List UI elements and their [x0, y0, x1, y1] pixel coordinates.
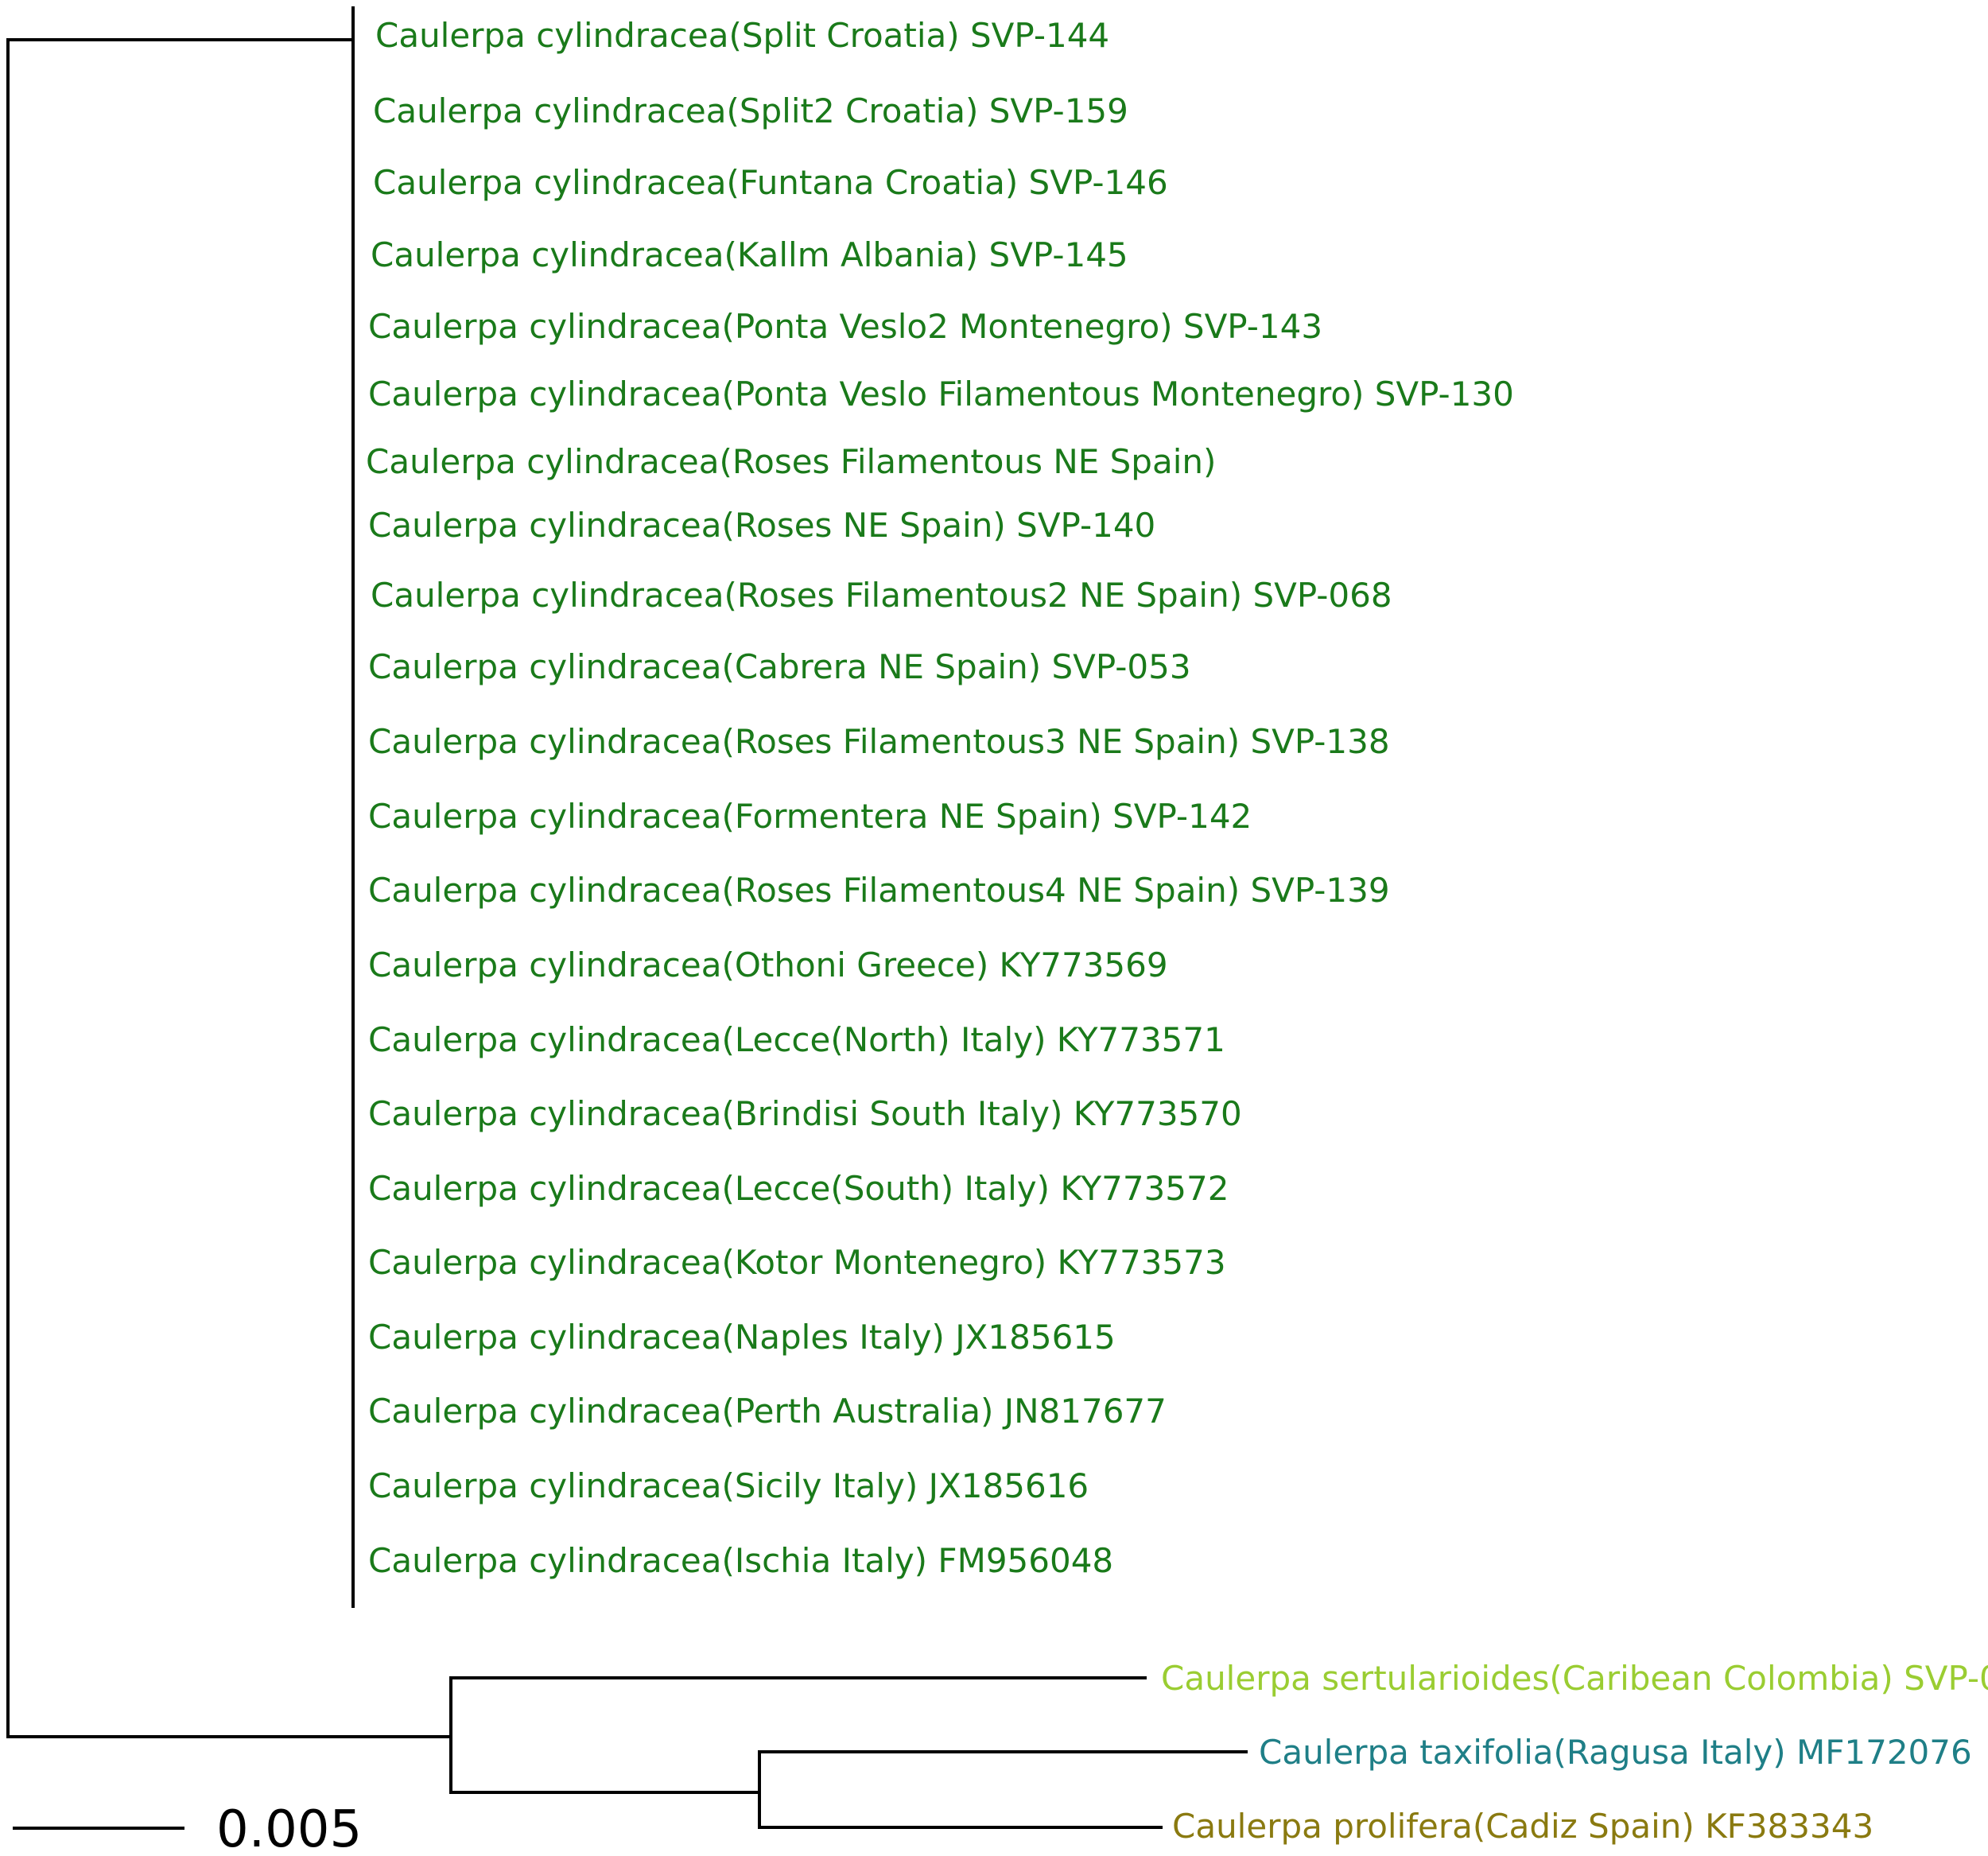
leaf-label: Caulerpa cylindracea(Ischia Italy) FM956… — [368, 1541, 1113, 1580]
leaf-label: Caulerpa cylindracea(Funtana Croatia) SV… — [373, 163, 1168, 202]
leaf-label: Caulerpa cylindracea(Cabrera NE Spain) S… — [368, 647, 1191, 686]
scale-bar: 0.005 — [13, 1800, 362, 1856]
leaf-label: Caulerpa cylindracea(Roses Filamentous N… — [366, 442, 1216, 481]
leaf-label: Caulerpa sertularioides(Caribean Colombi… — [1161, 1659, 1988, 1698]
leaf-label: Caulerpa cylindracea(Ponta Veslo Filamen… — [368, 375, 1514, 414]
tree-branches — [6, 6, 1248, 1829]
leaf-label: Caulerpa cylindracea(Roses Filamentous2 … — [371, 576, 1392, 615]
leaf-label: Caulerpa taxifolia(Ragusa Italy) MF17207… — [1259, 1733, 1972, 1772]
leaf-label: Caulerpa cylindracea(Roses Filamentous4 … — [368, 871, 1390, 910]
leaf-label: Caulerpa cylindracea(Kotor Montenegro) K… — [368, 1243, 1226, 1282]
leaf-label: Caulerpa cylindracea(Roses NE Spain) SVP… — [368, 506, 1155, 545]
leaf-label: Caulerpa cylindracea(Roses Filamentous3 … — [368, 722, 1390, 761]
leaf-label: Caulerpa cylindracea(Perth Australia) JN… — [368, 1392, 1167, 1431]
leaf-label: Caulerpa cylindracea(Brindisi South Ital… — [368, 1094, 1242, 1133]
leaf-label: Caulerpa cylindracea(Ponta Veslo2 Monten… — [368, 307, 1322, 346]
leaf-label: Caulerpa cylindracea(Naples Italy) JX185… — [368, 1318, 1116, 1357]
leaf-label: Caulerpa cylindracea(Sicily Italy) JX185… — [368, 1466, 1089, 1505]
leaf-labels: Caulerpa cylindracea(Split Croatia) SVP-… — [366, 16, 1988, 1846]
leaf-label: Caulerpa cylindracea(Split2 Croatia) SVP… — [373, 91, 1128, 130]
scale-bar-label: 0.005 — [216, 1800, 362, 1856]
leaf-label: Caulerpa cylindracea(Formentera NE Spain… — [368, 797, 1252, 836]
leaf-label: Caulerpa prolifera(Cadiz Spain) KF383343 — [1172, 1807, 1873, 1846]
leaf-label: Caulerpa cylindracea(Split Croatia) SVP-… — [375, 16, 1109, 55]
leaf-label: Caulerpa cylindracea(Lecce(South) Italy)… — [368, 1169, 1229, 1208]
leaf-label: Caulerpa cylindracea(Kallm Albania) SVP-… — [371, 235, 1128, 274]
leaf-label: Caulerpa cylindracea(Othoni Greece) KY77… — [368, 945, 1168, 984]
leaf-label: Caulerpa cylindracea(Lecce(North) Italy)… — [368, 1020, 1225, 1059]
